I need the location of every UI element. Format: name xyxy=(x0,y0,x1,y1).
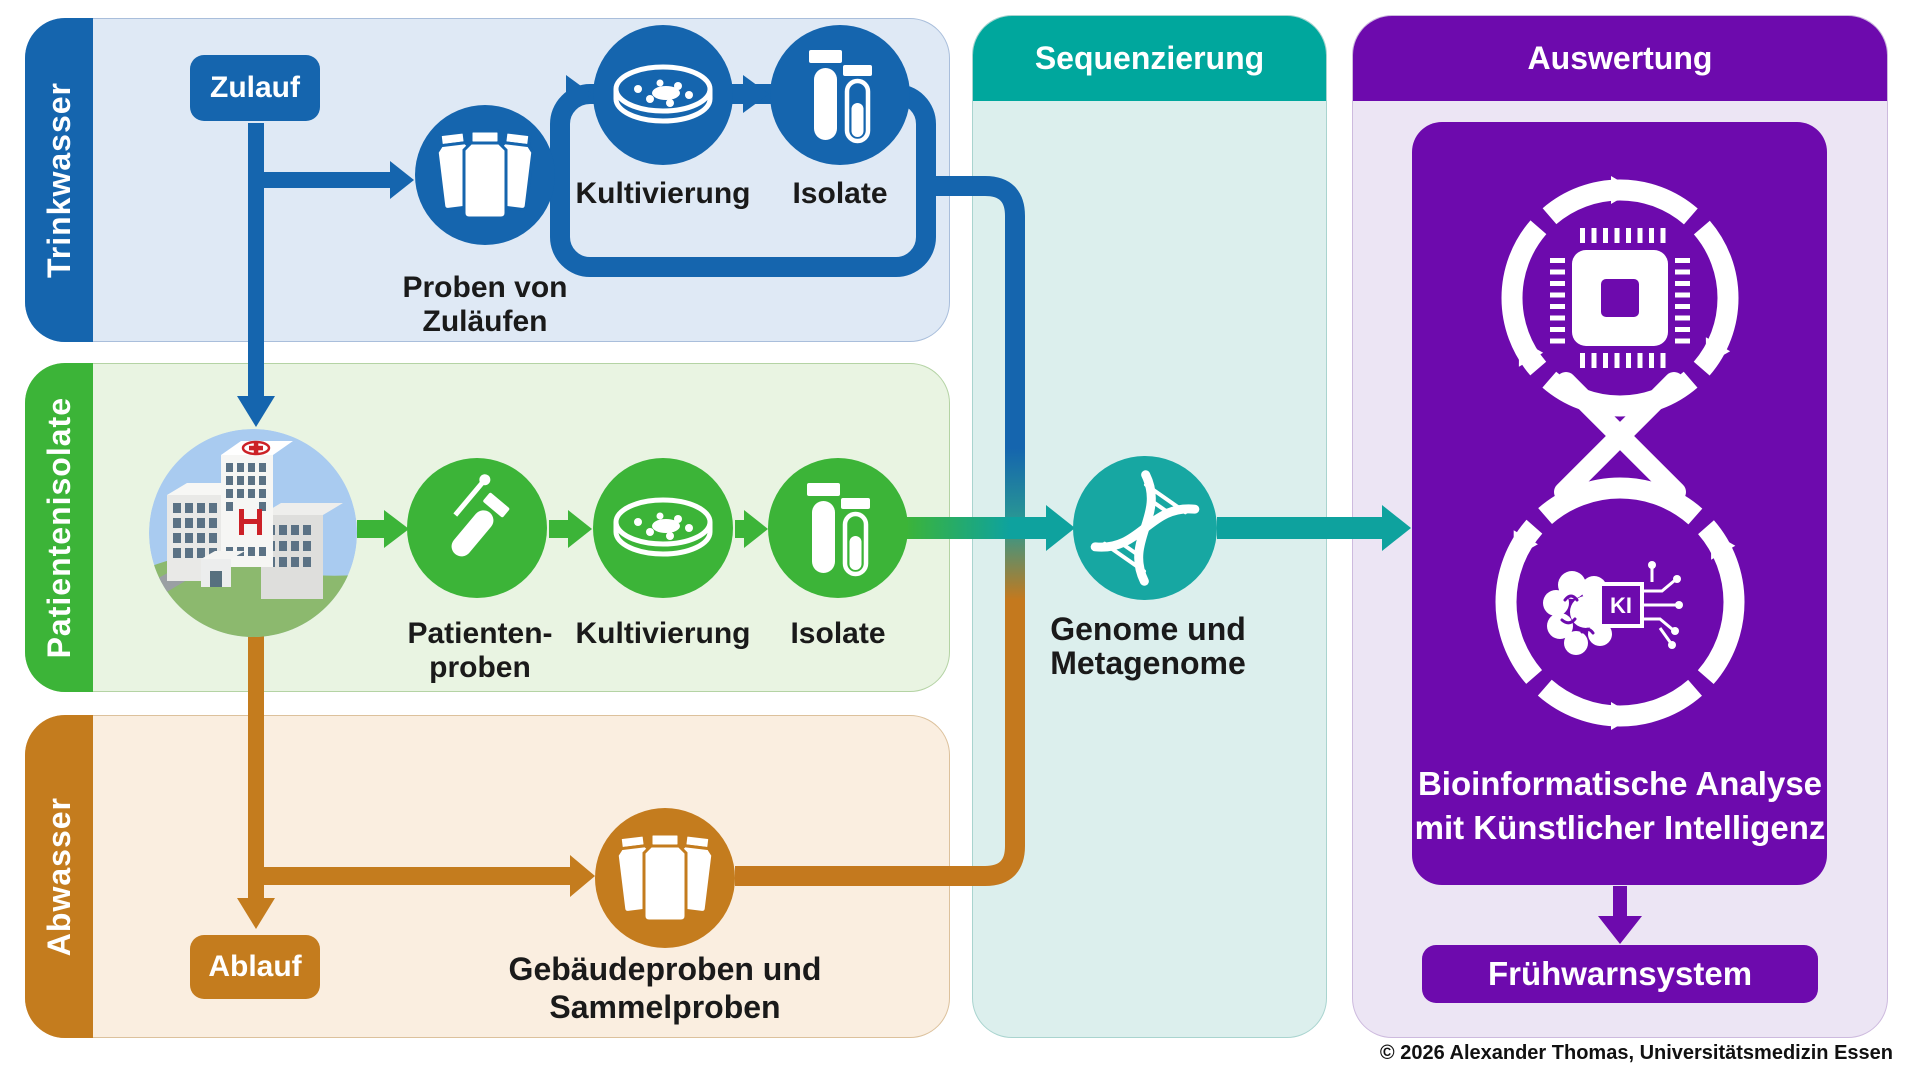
isolate-blue-label: Isolate xyxy=(792,177,888,210)
building-samples-label: Gebäudeproben und Sammelproben xyxy=(508,951,822,1025)
isolate-green-label: Isolate xyxy=(790,617,886,650)
auswertung-header: Auswertung xyxy=(1353,16,1887,101)
fruehwarnsystem-node: Frühwarnsystem xyxy=(1422,945,1818,1003)
kultivierung-green-label: Kultivierung xyxy=(575,617,751,650)
patientenproben-label: Patienten- proben xyxy=(407,617,553,684)
analysis-label: Bioinformatische Analyse mit Künstlicher… xyxy=(1414,765,1826,846)
sidebar-abwasser: Abwasser xyxy=(25,715,93,1038)
auswertung-header-label: Auswertung xyxy=(1527,40,1713,76)
sidebar-patientenisolate-label: Patientenisolate xyxy=(40,396,77,659)
ablauf-label: Ablauf xyxy=(208,950,302,983)
fruehwarnsystem-label: Frühwarnsystem xyxy=(1487,955,1753,992)
genome-label: Genome und Metagenome xyxy=(1050,611,1246,681)
zulauf-node: Zulauf xyxy=(190,55,320,121)
sidebar-patientenisolate: Patientenisolate xyxy=(25,363,93,692)
kultivierung-blue-label: Kultivierung xyxy=(575,177,751,210)
sidebar-trinkwasser-label: Trinkwasser xyxy=(40,82,77,278)
copyright-credit: © 2026 Alexander Thomas, Universitätsmed… xyxy=(1379,1042,1893,1064)
sequenzierung-header: Sequenzierung xyxy=(973,16,1326,101)
ablauf-node: Ablauf xyxy=(190,935,320,999)
sidebar-abwasser-label: Abwasser xyxy=(40,796,77,957)
zulauf-samples-label: Proben von Zuläufen xyxy=(402,271,568,338)
sidebar-trinkwasser: Trinkwasser xyxy=(25,18,93,342)
zulauf-label: Zulauf xyxy=(210,71,300,104)
sequenzierung-header-label: Sequenzierung xyxy=(1034,40,1265,76)
panel-sequenzierung: Sequenzierung xyxy=(972,15,1327,1038)
